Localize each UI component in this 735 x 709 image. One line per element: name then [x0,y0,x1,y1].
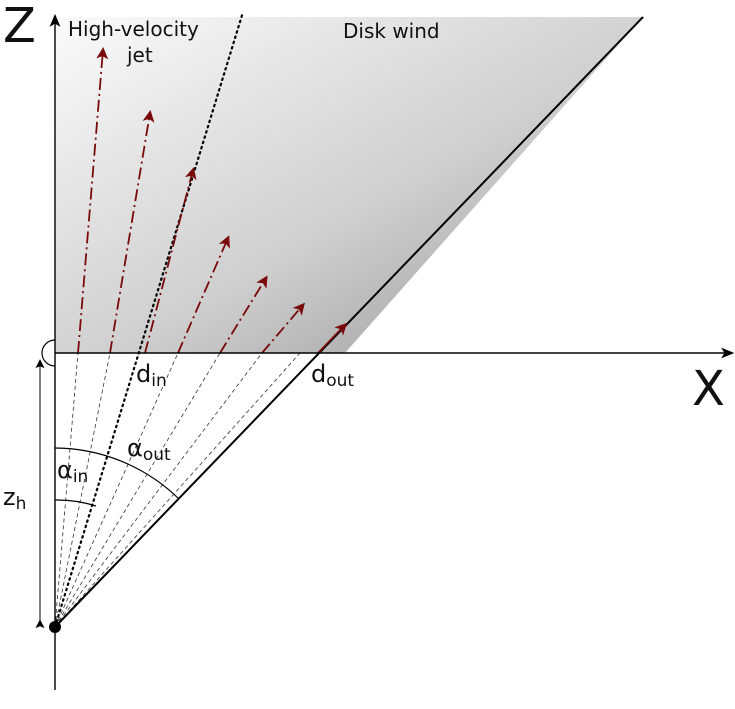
jet-arrow-2 [109,110,155,354]
z-h-label: zh [3,483,26,514]
jet-label-line1: High-velocity [68,17,199,41]
wind-arrow-3 [261,302,305,354]
alpha-in-label: αin [57,456,88,487]
alpha-out-label: αout [127,434,171,465]
wind-arrow-4 [317,322,348,354]
wind-arrow-1 [177,235,230,354]
velocity-arrows [77,47,348,354]
d-in-label: din [136,360,167,391]
outer-boundary-line [54,16,644,628]
jet-arrow-3 [144,167,197,354]
jet-label-line2: jet [126,43,153,67]
wind-arrow-2 [219,275,268,354]
x-axis-label: X [692,361,725,417]
alpha-out-arc [54,447,180,500]
d-out-label: dout [311,360,354,391]
jet-arrow-1 [77,47,109,354]
jet-boundary-line [53,10,245,629]
wind-label: Disk wind [343,19,440,43]
z-axis-label: Z [3,0,36,54]
wind-region [55,17,643,353]
origin-arc [41,339,56,367]
alpha-in-arc [54,499,97,507]
stream-lines [54,352,301,628]
wind-focus-point [49,621,61,633]
